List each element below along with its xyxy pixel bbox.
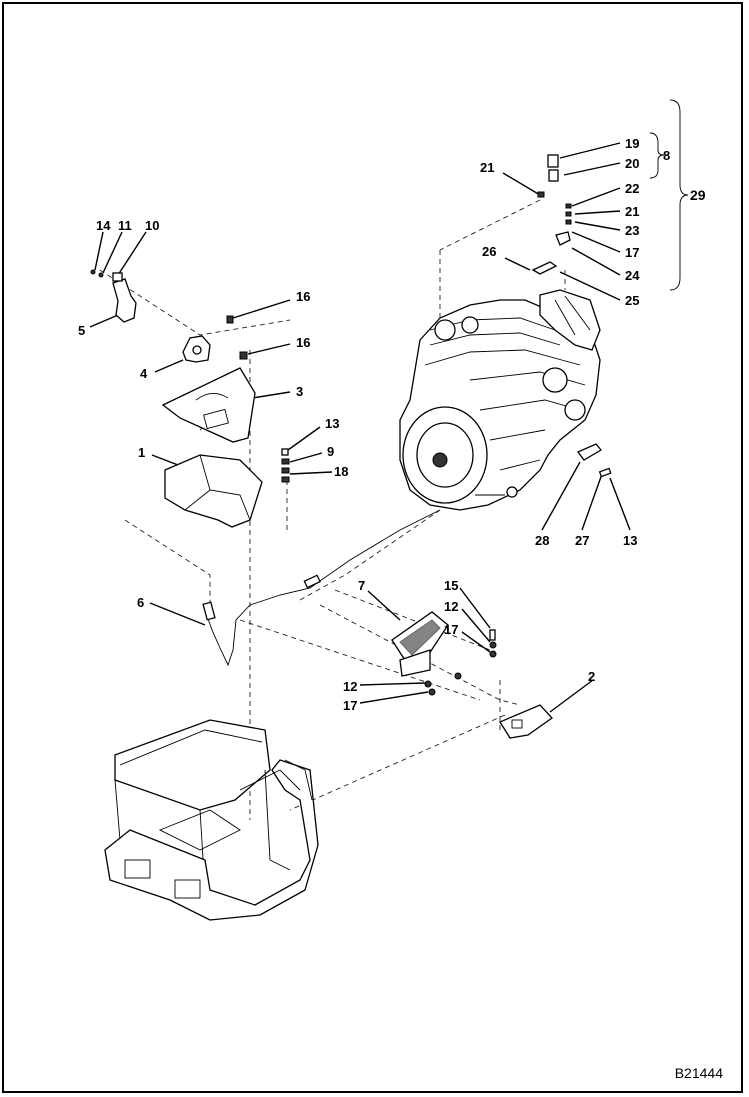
bracket-parts [576, 443, 612, 478]
callout-16-top: 16 [296, 289, 310, 304]
callout-6: 6 [137, 595, 144, 610]
cable-part [202, 509, 441, 667]
callout-3: 3 [296, 384, 303, 399]
callout-29: 29 [690, 187, 706, 203]
sensor-parts [531, 154, 572, 275]
leader-lines [89, 142, 631, 713]
callout-15: 15 [444, 578, 458, 593]
engine-part [399, 289, 601, 511]
callout-27: 27 [575, 533, 589, 548]
callout-19: 19 [625, 136, 639, 151]
callout-17-right: 17 [625, 245, 639, 260]
callout-20: 20 [625, 156, 639, 171]
drawing-number: B21444 [674, 1065, 723, 1081]
callout-16-bottom: 16 [296, 335, 310, 350]
callout-4: 4 [140, 366, 148, 381]
callout-17-mid: 17 [444, 622, 458, 637]
callout-12-left: 12 [343, 679, 357, 694]
callout-21-right: 21 [625, 204, 639, 219]
callout-2: 2 [588, 669, 595, 684]
fastener-stack [281, 448, 290, 483]
floor-bracket-part [499, 704, 553, 739]
pedal-part [391, 611, 462, 696]
callout-labels: 19 20 21 22 21 23 17 24 25 26 8 29 14 11… [78, 136, 706, 713]
callout-13-right: 13 [623, 533, 637, 548]
fastener-stack-2 [489, 629, 497, 658]
callout-21-top: 21 [480, 160, 494, 175]
callout-23: 23 [625, 223, 639, 238]
fasteners-16 [226, 315, 248, 360]
callout-14: 14 [96, 218, 111, 233]
callout-8: 8 [663, 148, 670, 163]
assembly-guide-lines [99, 199, 566, 820]
callout-13-left: 13 [325, 416, 339, 431]
callout-28: 28 [535, 533, 549, 548]
cab-part [104, 719, 319, 921]
callout-10: 10 [145, 218, 159, 233]
callout-25: 25 [625, 293, 639, 308]
cover-plate-part [161, 367, 256, 443]
callout-18: 18 [334, 464, 348, 479]
heater-valve-part [90, 269, 137, 323]
callout-22: 22 [625, 181, 639, 196]
callout-12-right: 12 [444, 599, 458, 614]
callout-9: 9 [327, 444, 334, 459]
group-braces [649, 99, 689, 291]
callout-17-left: 17 [343, 698, 357, 713]
heater-housing-part [164, 454, 263, 528]
mounting-bracket-part [182, 335, 211, 363]
callout-1: 1 [138, 445, 145, 460]
callout-11: 11 [118, 218, 132, 233]
callout-24: 24 [625, 268, 640, 283]
callout-7: 7 [358, 578, 365, 593]
callout-26: 26 [482, 244, 496, 259]
callout-5: 5 [78, 323, 85, 338]
